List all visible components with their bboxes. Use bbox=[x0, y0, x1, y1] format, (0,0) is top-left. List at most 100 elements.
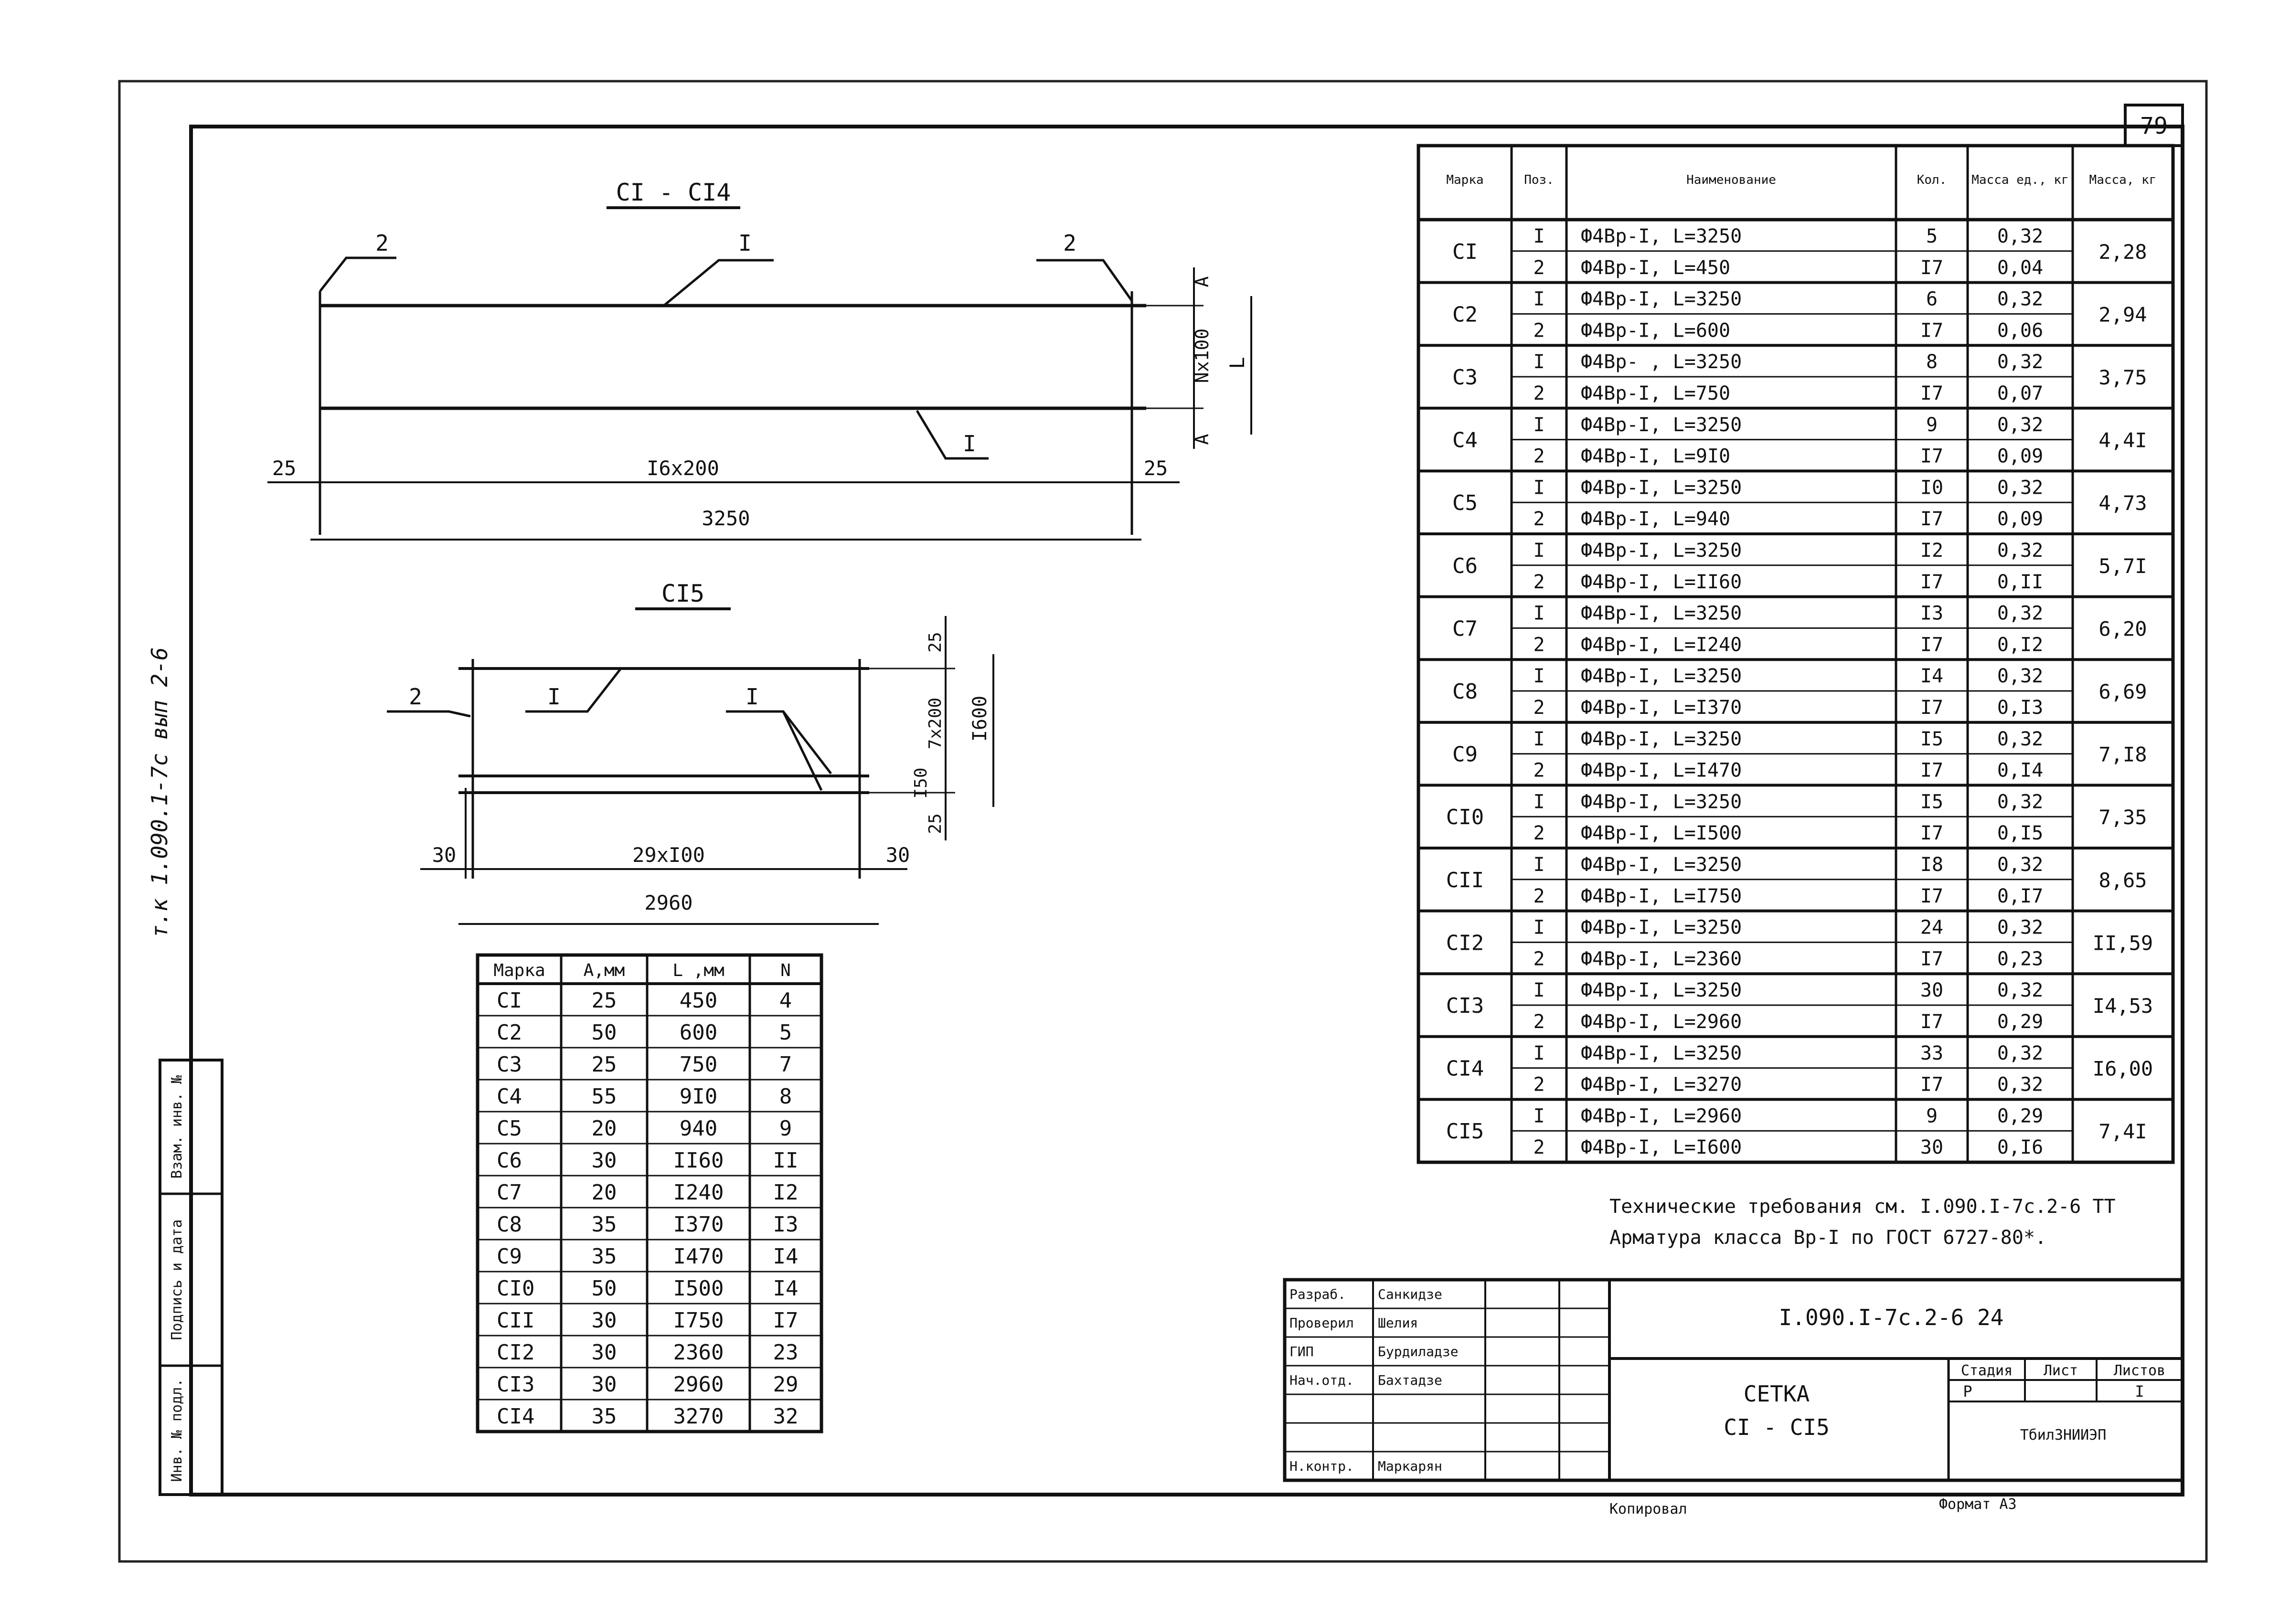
ci5-dim-7x200: 7x200 bbox=[926, 698, 945, 749]
dims-table-cell: 29 bbox=[773, 1372, 799, 1397]
ci5-dim-spans: 29xI00 bbox=[632, 843, 705, 867]
spec-table-name: Ф4Вр-I, L=I370 bbox=[1581, 697, 1742, 719]
dims-table-cell: I470 bbox=[673, 1244, 724, 1269]
title-block-role: Н.контр. bbox=[1289, 1458, 1354, 1474]
spec-table-mark: C2 bbox=[1452, 302, 1478, 327]
dim-right-25: 25 bbox=[1144, 456, 1168, 480]
spec-table-unit-mass: 0,32 bbox=[1997, 477, 2043, 499]
spec-table-pos: I bbox=[1533, 1105, 1544, 1127]
spec-table-mark: CII bbox=[1446, 868, 1484, 892]
spec-table-unit-mass: 0,32 bbox=[1997, 414, 2043, 436]
spec-table-pos: 2 bbox=[1533, 571, 1544, 593]
spec-table-pos: I bbox=[1533, 917, 1544, 939]
drawing2-title: CI5 bbox=[661, 580, 704, 607]
dims-table-cell: C8 bbox=[497, 1212, 522, 1237]
dims-table-cell: 35 bbox=[592, 1404, 617, 1429]
spec-table-total-mass: 6,69 bbox=[2098, 680, 2147, 703]
dims-table-cell: 50 bbox=[592, 1020, 617, 1045]
spec-table-pos: I bbox=[1533, 979, 1544, 1001]
dims-table-cell: 30 bbox=[592, 1372, 617, 1397]
dims-table-cell: 25 bbox=[592, 1052, 617, 1077]
spec-table-qty: 33 bbox=[1920, 1042, 1943, 1064]
callout-pos1-bottom: I bbox=[963, 431, 976, 456]
spec-table-mark: C4 bbox=[1452, 428, 1478, 453]
note-reinforcement-class: Арматура класса Вр-I по ГОСТ 6727-80*. bbox=[1609, 1227, 2046, 1249]
title-block-role: Нач.отд. bbox=[1289, 1372, 1354, 1388]
spec-table-pos: I bbox=[1533, 603, 1544, 625]
spec-table-mark: CI5 bbox=[1446, 1119, 1484, 1144]
spec-table-pos: 2 bbox=[1533, 885, 1544, 907]
spec-table-qty: I2 bbox=[1920, 540, 1943, 562]
spec-table-unit-mass: 0,06 bbox=[1997, 319, 2043, 341]
dims-table-header: А,мм bbox=[584, 961, 625, 980]
spec-table-pos: 2 bbox=[1533, 1074, 1544, 1096]
spec-table-pos: I bbox=[1533, 540, 1544, 562]
spec-table-unit-mass: 0,32 bbox=[1997, 665, 2043, 687]
dim-A-bottom: A bbox=[1192, 434, 1213, 445]
title-block-sheet-label: Лист bbox=[2044, 1362, 2078, 1379]
spec-table-name: Ф4Вр-I, L=3250 bbox=[1581, 791, 1742, 813]
spec-table-qty: I7 bbox=[1920, 382, 1943, 404]
spec-table-qty: I7 bbox=[1920, 508, 1943, 530]
title-block-stage: Р bbox=[1963, 1382, 1972, 1401]
spec-table-header: Масса ед., кг bbox=[1971, 173, 2069, 187]
spec-table-name: Ф4Вр-I, L=3250 bbox=[1581, 540, 1742, 562]
spec-table-unit-mass: 0,32 bbox=[1997, 1042, 2043, 1064]
spec-table-pos: 2 bbox=[1533, 697, 1544, 719]
spec-table-unit-mass: 0,I3 bbox=[1997, 697, 2043, 719]
dims-table-cell: 9 bbox=[779, 1116, 792, 1141]
spec-table-qty: I7 bbox=[1920, 697, 1943, 719]
callout-pos2-left: 2 bbox=[375, 230, 389, 256]
dims-table-cell: I240 bbox=[673, 1180, 724, 1205]
spec-table-unit-mass: 0,I4 bbox=[1997, 760, 2043, 782]
side-field-inv-podl: Инв. № подл. bbox=[169, 1379, 185, 1482]
spec-table-name: Ф4Вр-I, L=3250 bbox=[1581, 854, 1742, 876]
dims-table-header: N bbox=[780, 961, 791, 980]
spec-table-total-mass: 5,7I bbox=[2098, 554, 2147, 578]
spec-table-qty: I7 bbox=[1920, 319, 1943, 341]
spec-table-name: Ф4Вр-I, L=2960 bbox=[1581, 1011, 1742, 1033]
spec-table-pos: I bbox=[1533, 477, 1544, 499]
dims-table-cell: 750 bbox=[680, 1052, 717, 1077]
spec-table-unit-mass: 0,I6 bbox=[1997, 1136, 2043, 1158]
spec-table-pos: I bbox=[1533, 288, 1544, 310]
spec-table-total-mass: 7,4I bbox=[2098, 1120, 2147, 1143]
spec-table-header: Поз. bbox=[1524, 173, 1554, 187]
dims-table-cell: CII bbox=[497, 1308, 534, 1333]
dims-table-cell: C2 bbox=[497, 1020, 522, 1045]
title-block-person: Бурдиладзе bbox=[1378, 1344, 1459, 1359]
spec-table-pos: 2 bbox=[1533, 446, 1544, 467]
spec-table-pos: 2 bbox=[1533, 508, 1544, 530]
spec-table-mark: CI4 bbox=[1446, 1057, 1484, 1081]
dims-table-cell: 30 bbox=[592, 1308, 617, 1333]
title-block-role: Проверил bbox=[1289, 1315, 1354, 1331]
spec-table-pos: I bbox=[1533, 728, 1544, 750]
dims-table-header: L ,мм bbox=[672, 961, 724, 980]
spec-table-qty: I7 bbox=[1920, 822, 1943, 844]
dims-table-cell: I4 bbox=[773, 1276, 799, 1301]
dims-table-cell: 600 bbox=[680, 1020, 717, 1045]
spec-table-unit-mass: 0,I7 bbox=[1997, 885, 2043, 907]
side-field-strip: Инв. № подл. Подпись и дата Взам. инв. № bbox=[159, 1059, 224, 1496]
side-stamp: т.к 1.090.1-7с вып 2-6 bbox=[147, 647, 172, 938]
spec-table-mark: CI bbox=[1452, 240, 1478, 264]
dims-table-cell: 35 bbox=[592, 1212, 617, 1237]
spec-table-name: Ф4Вр-I, L=3250 bbox=[1581, 225, 1742, 247]
spec-table-pos: I bbox=[1533, 1042, 1544, 1064]
spec-table-unit-mass: 0,32 bbox=[1997, 979, 2043, 1001]
dims-table-cell: I4 bbox=[773, 1244, 799, 1269]
spec-table-unit-mass: 0,II bbox=[1997, 571, 2043, 593]
side-field-vzam-inv: Взам. инв. № bbox=[169, 1075, 185, 1179]
dims-table-cell: 20 bbox=[592, 1180, 617, 1205]
title-block-person: Шелия bbox=[1378, 1315, 1418, 1331]
sheet-edge bbox=[118, 80, 2208, 1563]
spec-table-mark: C5 bbox=[1452, 491, 1478, 515]
drawing1-title: CI - CI4 bbox=[616, 179, 731, 206]
spec-table-name: Ф4Вр- , L=3250 bbox=[1581, 351, 1742, 373]
footer-copied: Копировал bbox=[1609, 1501, 1687, 1518]
spec-table-mark: C9 bbox=[1452, 743, 1478, 767]
spec-table-name: Ф4Вр-I, L=3250 bbox=[1581, 414, 1742, 436]
title-block-sheets-label: Листов bbox=[2114, 1362, 2165, 1379]
